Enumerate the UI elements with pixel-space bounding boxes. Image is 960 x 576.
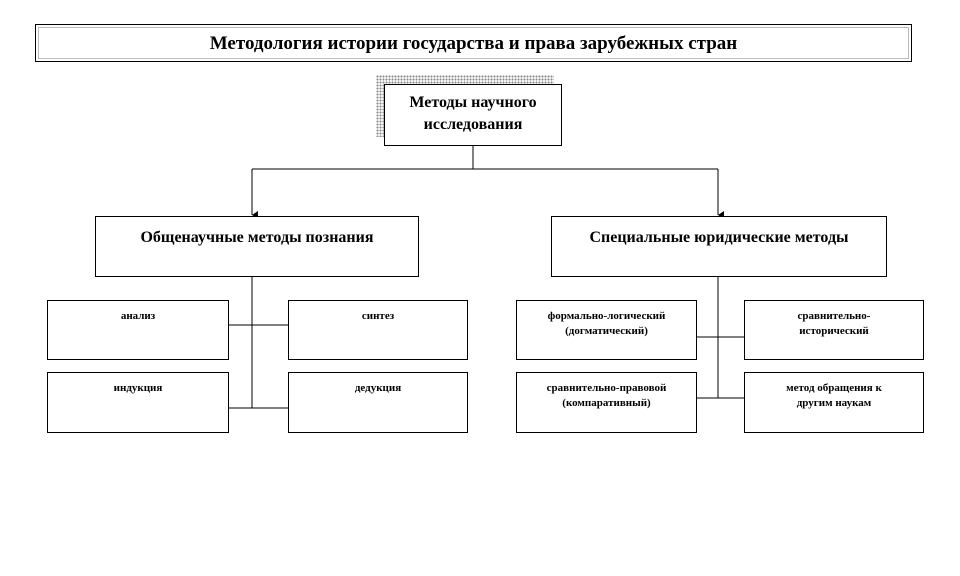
method-comparative-historical-line1: сравнительно- — [797, 310, 871, 322]
method-synthesis: синтез — [288, 300, 468, 360]
method-formal-logical-line1: формально-логический — [547, 310, 666, 322]
method-comparative-legal: сравнительно-правовой (компаративный) — [516, 372, 697, 433]
method-analysis: анализ — [47, 300, 229, 360]
method-formal-logical-line2: (догматический) — [565, 325, 648, 337]
method-induction: индукция — [47, 372, 229, 433]
method-deduction: дедукция — [288, 372, 468, 433]
category-special-legal-methods: Специальные юридические методы — [551, 216, 887, 277]
diagram-title: Методология истории государства и права … — [35, 24, 912, 62]
method-other-sciences: метод обращения к другим наукам — [744, 372, 924, 433]
category-general-scientific-methods: Общенаучные методы познания — [95, 216, 419, 277]
method-comparative-historical: сравнительно- исторический — [744, 300, 924, 360]
method-comparative-legal-line2: (компаративный) — [562, 397, 651, 409]
root-node-line2: исследования — [423, 116, 523, 133]
method-formal-logical: формально-логический (догматический) — [516, 300, 697, 360]
root-node-research-methods: Методы научного исследования — [384, 84, 562, 146]
method-other-sciences-line1: метод обращения к — [786, 382, 882, 394]
method-comparative-historical-line2: исторический — [799, 325, 869, 337]
method-other-sciences-line2: другим наукам — [796, 397, 872, 409]
root-node-line1: Методы научного — [409, 94, 537, 111]
method-comparative-legal-line1: сравнительно-правовой — [546, 382, 667, 394]
